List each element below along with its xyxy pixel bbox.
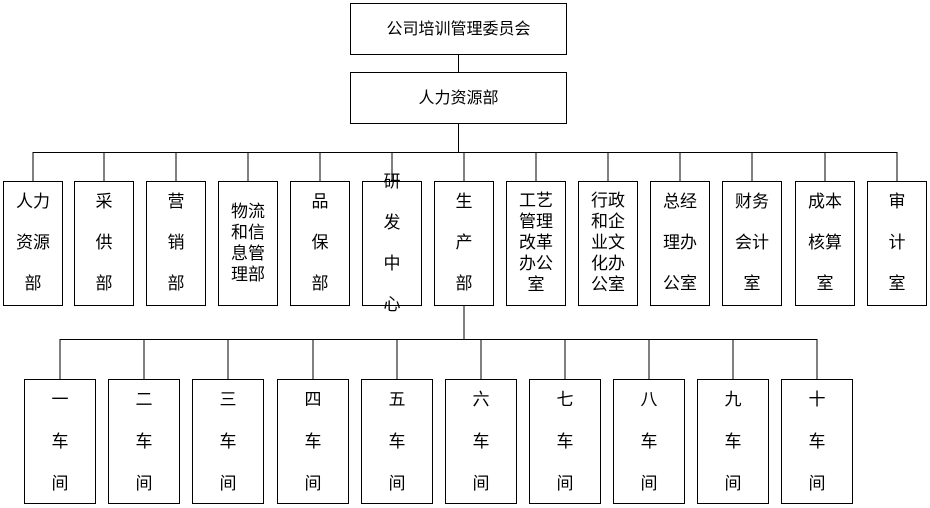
workshop-label: 七车间 [556,389,574,494]
dept-box-finance: 财务会计室 [722,181,782,306]
dept-box-cost-accounting: 成本核算室 [795,181,855,306]
dept-box-admin-culture: 行政和企业文化办公室 [578,181,638,306]
workshop-label: 八车间 [640,389,658,494]
dept-label: 人力资源部 [16,192,50,294]
dept-box-hr: 人力资源部 [3,181,63,306]
workshop-box-7: 七车间 [529,379,601,504]
box-training-committee-label: 公司培训管理委员会 [386,19,531,38]
dept-label: 物流和信息管理部 [231,201,265,285]
dept-box-logistics-it: 物流和信息管理部 [218,181,278,306]
dept-box-gm-office: 总经理办公室 [650,181,710,306]
workshop-label: 二车间 [135,389,153,494]
dept-label: 生产部 [455,192,473,294]
dept-label: 总经理办公室 [663,192,697,294]
workshop-box-9: 九车间 [697,379,769,504]
workshop-label: 一车间 [51,389,69,494]
dept-box-purchasing: 采供部 [74,181,134,306]
box-training-committee: 公司培训管理委员会 [350,3,567,55]
workshop-label: 十车间 [808,389,826,494]
dept-box-rnd: 研发中心 [362,172,422,315]
dept-label: 研发中心 [383,171,401,315]
dept-box-audit: 审计室 [867,181,927,306]
dept-label: 营销部 [167,192,185,294]
dept-box-marketing: 营销部 [146,181,206,306]
workshop-box-2: 二车间 [108,379,180,504]
workshop-box-6: 六车间 [445,379,517,504]
dept-label: 采供部 [95,192,113,294]
box-hr-dept: 人力资源部 [350,72,567,124]
workshop-label: 四车间 [304,389,322,494]
workshop-box-10: 十车间 [781,379,853,504]
box-hr-dept-label: 人力资源部 [418,88,499,107]
dept-box-production: 生产部 [434,181,494,306]
workshop-label: 九车间 [724,389,742,494]
workshop-box-4: 四车间 [277,379,349,504]
dept-box-quality: 品保部 [290,181,350,306]
workshop-label: 五车间 [388,389,406,494]
dept-label: 工艺管理改革办公室 [519,191,553,295]
workshop-box-1: 一车间 [24,379,96,504]
dept-box-process-reform: 工艺管理改革办公室 [506,181,566,306]
dept-label: 品保部 [311,192,329,294]
workshop-label: 三车间 [219,389,237,494]
workshop-box-5: 五车间 [361,379,433,504]
dept-label: 成本核算室 [808,192,842,294]
workshop-label: 六车间 [472,389,490,494]
workshop-box-3: 三车间 [192,379,264,504]
dept-label: 财务会计室 [735,192,769,294]
dept-label: 审计室 [888,192,906,294]
workshop-box-8: 八车间 [613,379,685,504]
dept-label: 行政和企业文化办公室 [591,191,625,295]
